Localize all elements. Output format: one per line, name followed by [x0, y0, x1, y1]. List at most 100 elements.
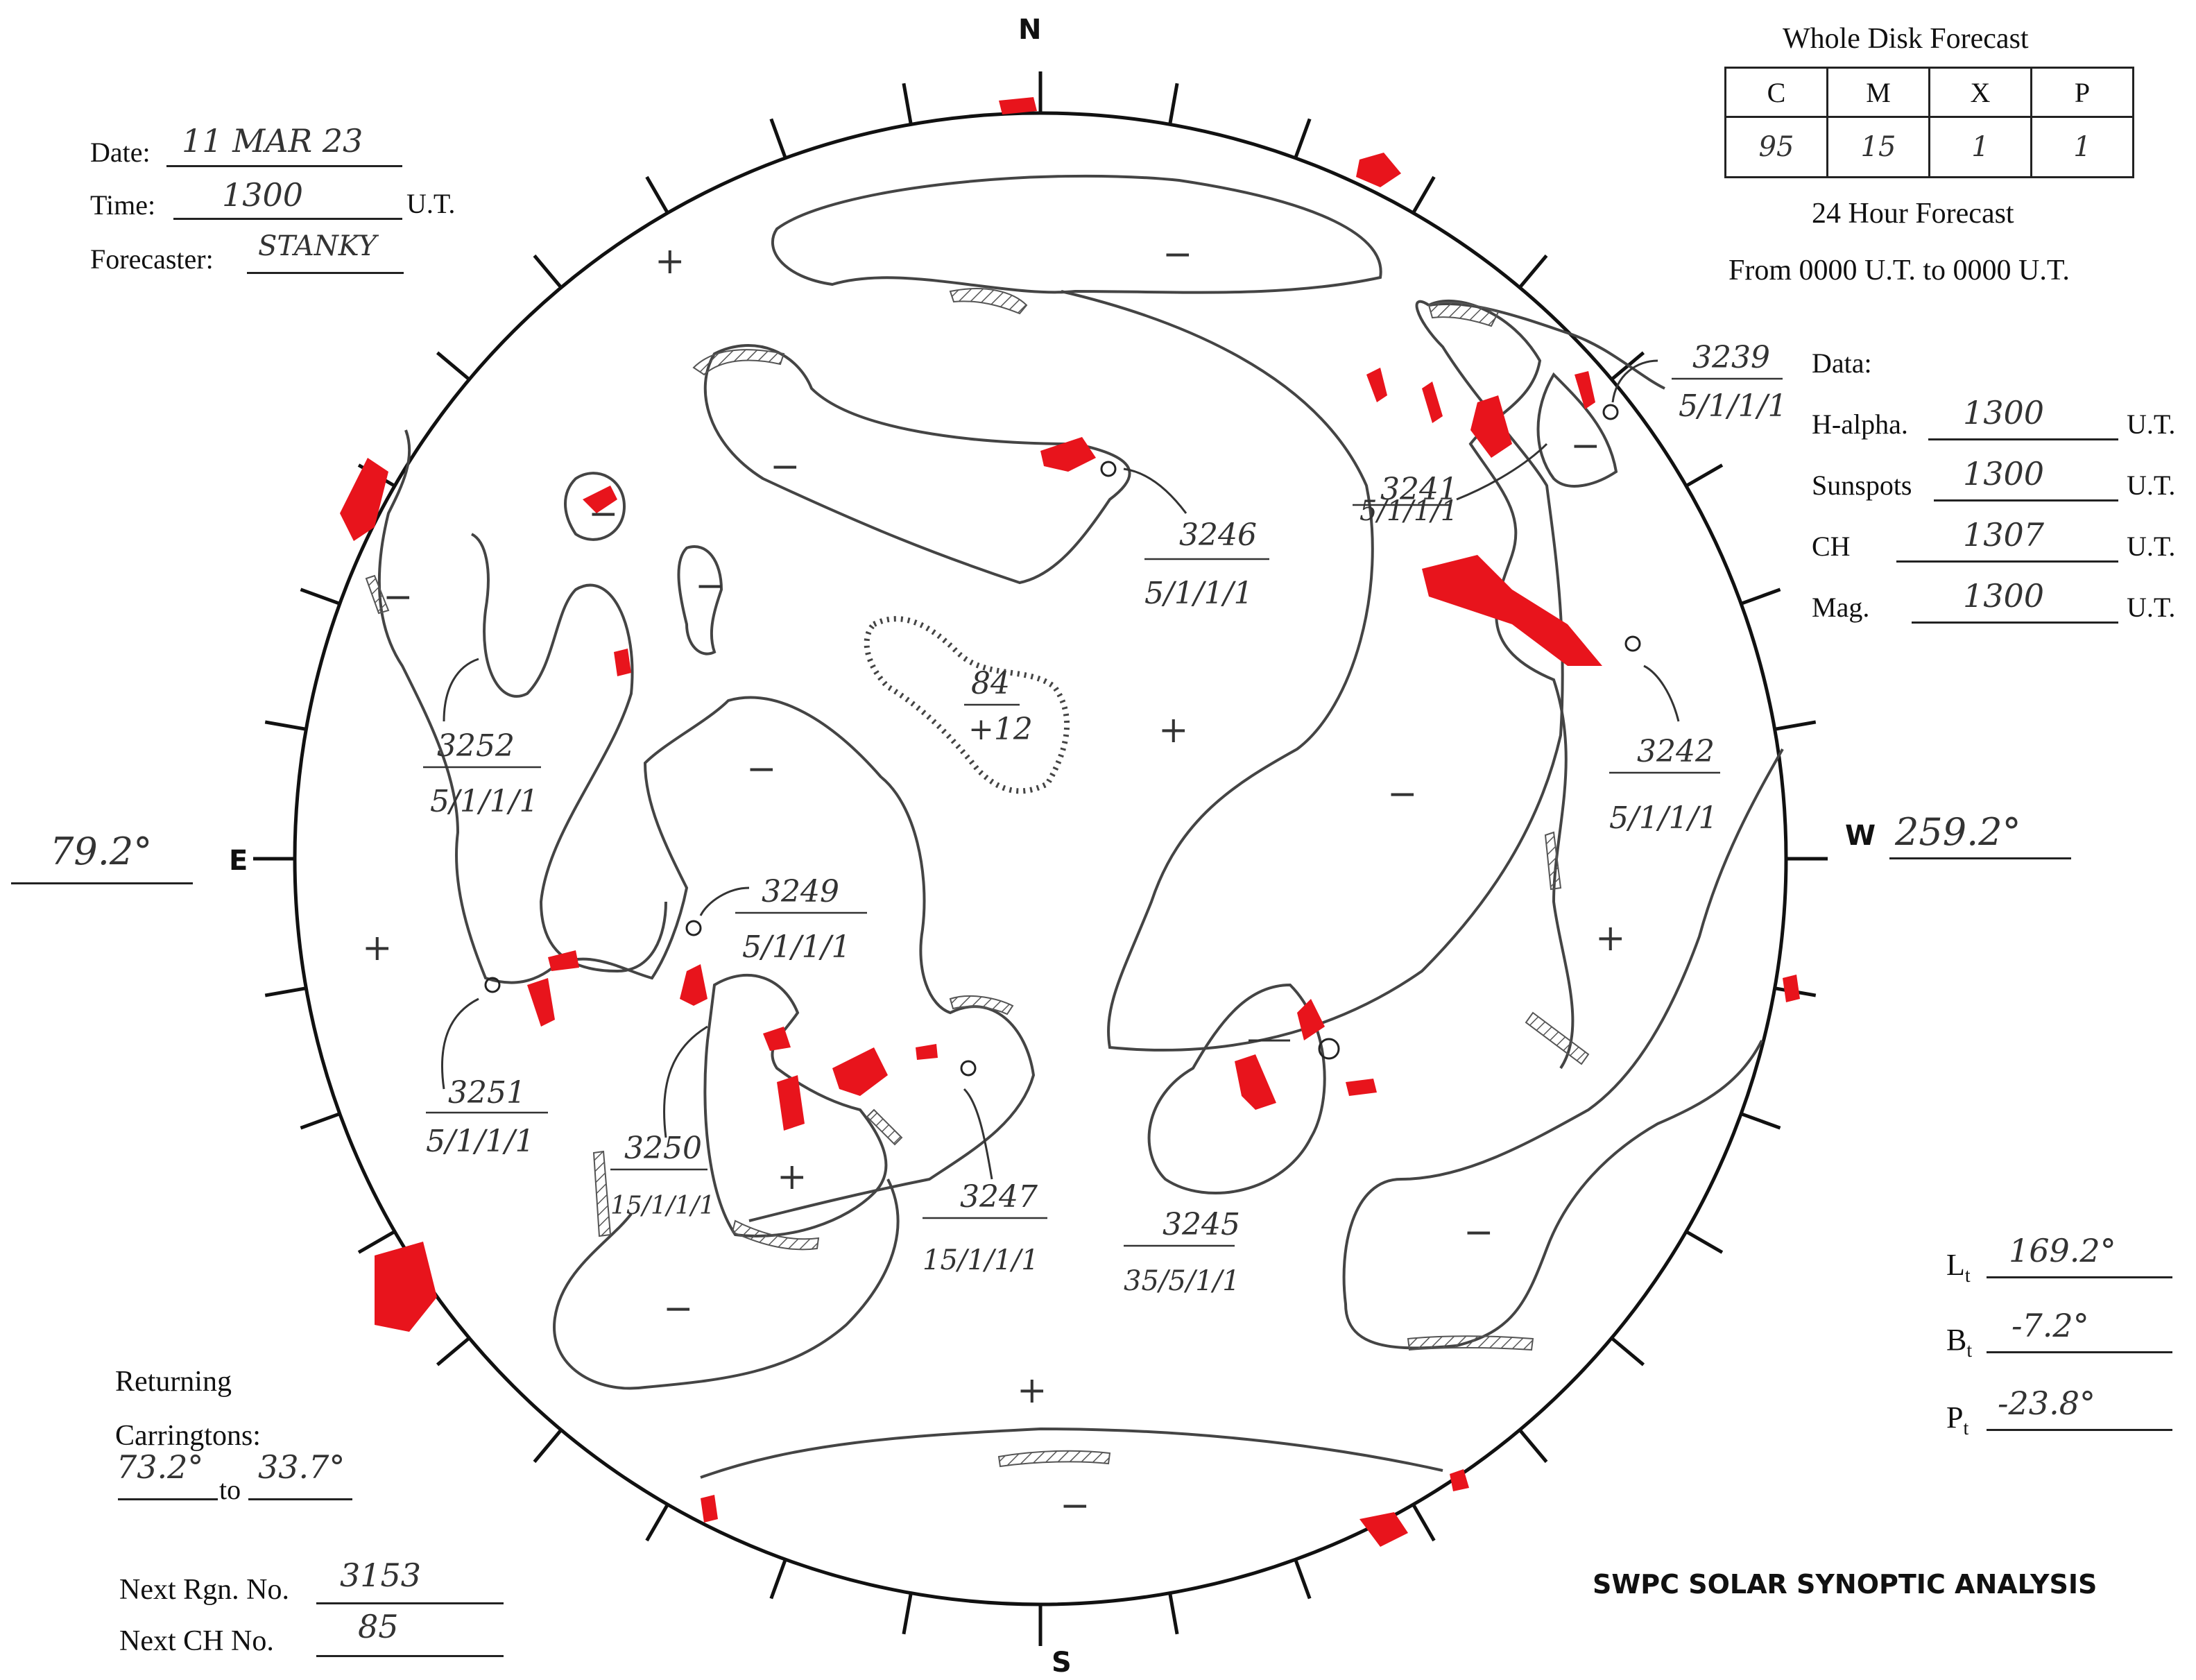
next-ch-value: 85 [358, 1608, 399, 1645]
plage-5 [583, 486, 617, 513]
neutral-line-3246 [703, 344, 1131, 585]
region-3246-number: 3246 [1179, 517, 1257, 553]
north-label: N [1018, 14, 1041, 46]
hatch-9 [997, 1450, 1111, 1468]
neutral-line-small-1 [564, 472, 626, 541]
arrow-3249 [699, 886, 750, 916]
region-3245-class: 35/5/1/1 [1124, 1265, 1240, 1297]
carrington-to: 33.7° [258, 1448, 345, 1486]
polarity-plus-1: + [655, 241, 685, 282]
arrow-3242 [1643, 665, 1680, 722]
time-label: Time: [90, 189, 156, 221]
plage-8 [1366, 368, 1387, 402]
limb-tick [1294, 1559, 1312, 1600]
limb-tick [1412, 175, 1436, 214]
region-3251-number: 3251 [448, 1075, 526, 1111]
limb-tick [1168, 83, 1179, 125]
limb-tick [436, 351, 471, 381]
data-ch-value: 1307 [1963, 516, 2045, 554]
region-3241-class: 5/1/1/1 [1359, 495, 1458, 527]
neutral-line-south-limb [700, 1427, 1443, 1479]
data-ch-unit: U.T. [2127, 531, 2176, 562]
polarity-minus-9: − [663, 1288, 694, 1330]
polarity-signs: + + + + + + − − − − − − − − − − − [362, 234, 1626, 1527]
data-halpha-label: H-alpha. [1812, 409, 1908, 440]
limb-tick [300, 1112, 341, 1130]
arrow-3239 [1611, 359, 1658, 403]
region-3252-number: 3252 [437, 728, 515, 764]
footer-title: SWPC SOLAR SYNOPTIC ANALYSIS [1593, 1569, 2098, 1600]
forecast-subtitle: 24 Hour Forecast [1812, 198, 2014, 230]
region-3245-number: 3245 [1163, 1207, 1240, 1242]
carrington-from: 73.2° [117, 1448, 204, 1486]
limb-tick [1610, 1337, 1645, 1366]
limb-tick [902, 1593, 913, 1635]
forecast-range: From 0000 U.T. to 0000 U.T. [1729, 255, 2070, 286]
hatch-12 [866, 1108, 903, 1146]
spot-3251 [484, 977, 501, 993]
carringtons-label: Carringtons: [115, 1420, 261, 1452]
limb-tick [769, 118, 787, 159]
plage-16 [777, 1075, 805, 1131]
carrington-to-word: to [219, 1474, 241, 1505]
pt-value: -23.8° [1998, 1385, 2095, 1422]
hatch-8 [731, 1219, 820, 1251]
limb-tick [357, 1230, 396, 1254]
neutral-line-north [771, 174, 1382, 294]
plage-10 [1575, 371, 1595, 409]
polarity-minus-11: − [1570, 425, 1601, 467]
polarity-minus-1: − [1163, 234, 1193, 275]
limb-tick [1412, 1503, 1436, 1542]
limb-tick [533, 254, 563, 289]
limb-tick [902, 83, 913, 125]
limb-tick [1740, 1112, 1781, 1130]
plage-17 [916, 1044, 938, 1060]
neutral-line-3245 [1147, 983, 1326, 1194]
plage-4 [1040, 437, 1096, 472]
polarity-minus-4: − [695, 565, 726, 607]
hatch-5 [1525, 1011, 1590, 1065]
polarity-minus-2: − [770, 446, 800, 488]
region-3250-class: 15/1/1/1 [610, 1192, 715, 1220]
plage-14 [763, 1027, 791, 1051]
polarity-minus-6: − [746, 748, 777, 790]
polarity-minus-8: − [1464, 1212, 1494, 1253]
hatch-4 [1544, 831, 1562, 891]
plage-22 [1359, 1512, 1408, 1547]
forecast-col-c: C [1724, 67, 1828, 118]
neutral-line-east [377, 429, 1036, 1222]
forecast-table: C M X P 95 15 1 1 [1724, 67, 2134, 178]
limb-tick [300, 588, 341, 606]
data-mag-label: Mag. [1812, 592, 1870, 623]
forecaster-value: STANKY [258, 230, 377, 262]
next-rgn-label: Next Rgn. No. [119, 1574, 289, 1606]
plage-19 [1235, 1054, 1276, 1110]
polarity-minus-10: − [1060, 1485, 1090, 1527]
polarity-minus-3: − [588, 493, 619, 535]
arrow-3252 [443, 658, 479, 722]
spot-3239 [1602, 404, 1619, 420]
arrow-3246 [1123, 468, 1187, 514]
plage-26 [614, 649, 631, 676]
next-rgn-value: 3153 [340, 1557, 422, 1594]
arrow-3247 [963, 1088, 993, 1180]
neutral-line-3250 [703, 973, 888, 1237]
limb-tick [645, 175, 669, 214]
lt-value: 169.2° [2009, 1232, 2116, 1269]
coronal-hole-polarity: +12 [968, 712, 1033, 747]
plage-6 [1422, 555, 1602, 666]
polarity-plus-5: + [777, 1156, 807, 1198]
data-halpha-value: 1300 [1963, 394, 2045, 431]
region-3251-class: 5/1/1/1 [426, 1124, 534, 1159]
data-mag-unit: U.T. [2127, 592, 2176, 623]
arrow-3251 [440, 997, 479, 1090]
limb-tick [1685, 1230, 1724, 1254]
spot-3247 [960, 1060, 977, 1077]
region-3246-class: 5/1/1/1 [1144, 576, 1253, 611]
region-3241-number: 3241 [1380, 472, 1458, 507]
region-3247-number: 3247 [960, 1179, 1038, 1215]
limb-tick [1518, 1428, 1548, 1464]
hatch-6 [1407, 1335, 1534, 1351]
limb-ticks [253, 71, 1828, 1646]
